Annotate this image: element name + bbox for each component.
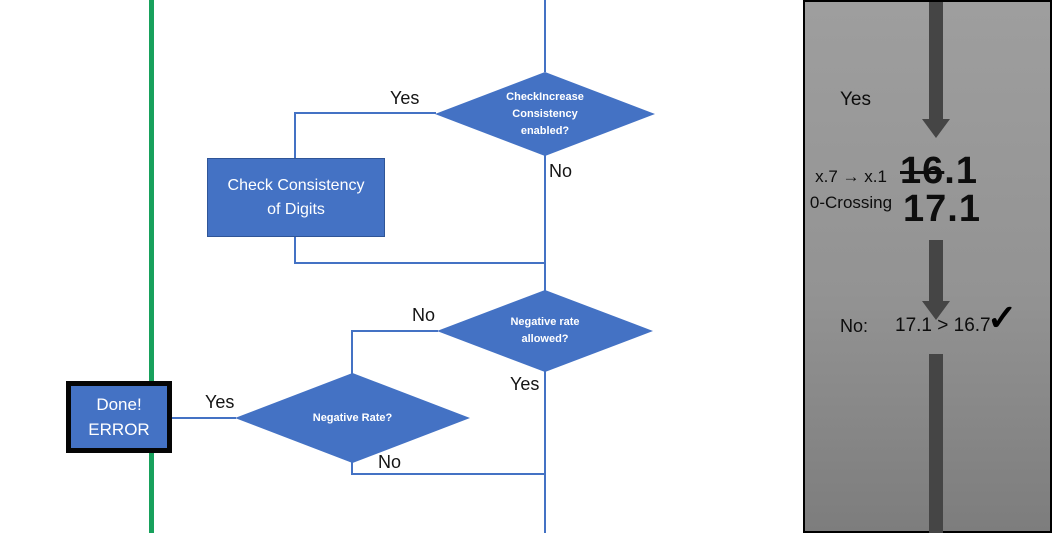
value-old-struck: 16	[900, 150, 945, 192]
panel-no-label: No:	[840, 316, 869, 336]
check-icon: ✓	[987, 297, 1018, 338]
decision-text-line: Negative Rate?	[312, 411, 393, 424]
down-arrow-icon	[929, 2, 943, 120]
connector-into-rect	[294, 112, 296, 159]
decision-negative-rate: Negative Rate?	[235, 373, 470, 463]
label-d3-no: No	[378, 452, 402, 472]
label-d1-no: No	[549, 161, 573, 181]
down-arrow-head-icon	[922, 119, 950, 138]
connector-d3-yes	[172, 417, 236, 419]
decision-text-line: CheckIncrease	[506, 90, 584, 103]
connector-d2-no-down	[351, 330, 353, 374]
done-text-line: Done!	[96, 395, 142, 414]
decision-text-line: enabled?	[520, 124, 570, 137]
connector-d2-yes-down	[544, 371, 546, 533]
process-text-line: of Digits	[267, 200, 325, 218]
connector-d2-no	[352, 330, 438, 332]
label-d2-yes: Yes	[510, 374, 540, 394]
decision-checkincrease-enabled: CheckIncrease Consistency enabled?	[435, 72, 655, 156]
mapping-text: x.7 → x.1 0-Crossing	[805, 164, 897, 216]
decision-negative-rate-allowed: Negative rate allowed?	[437, 290, 653, 372]
connector-rect-out-down	[294, 234, 296, 264]
green-divider-line	[149, 0, 154, 533]
down-arrow-head-icon	[922, 301, 950, 320]
decision-text-line: Negative rate	[510, 316, 580, 328]
connector-rect-out-right	[294, 262, 545, 264]
process-text-line: Check Consistency	[227, 176, 365, 194]
label-d3-yes: Yes	[205, 392, 235, 412]
panel-yes-label: Yes	[840, 89, 871, 110]
label-d1-yes: Yes	[390, 88, 420, 108]
down-arrow-icon	[929, 240, 943, 302]
process-check-consistency: Check Consistency of Digits	[207, 158, 385, 237]
label-d2-no: No	[412, 305, 436, 325]
done-text-line: ERROR	[88, 420, 150, 439]
value-new: 17.1	[903, 188, 981, 230]
connector-d3-no-down	[351, 462, 353, 475]
mapping-line-2: 0-Crossing	[809, 193, 893, 212]
value-old-tail: .1	[944, 150, 978, 192]
gray-side-panel: Yes x.7 → x.1 0-Crossing 16.1 17.1 No: 1…	[803, 0, 1052, 533]
flow-bar	[929, 354, 943, 533]
connector-d3-no-right	[351, 473, 545, 475]
mapping-line-1: x.7 → x.1	[815, 167, 887, 186]
decision-text-line: allowed?	[521, 333, 569, 345]
decision-text-line: Consistency	[512, 107, 578, 120]
connector-top-entry	[544, 0, 546, 72]
connector-d1-yes	[295, 112, 436, 114]
value-old: 16.1	[900, 152, 978, 191]
connector-d1-no	[544, 155, 546, 291]
done-error-box: Done! ERROR	[66, 381, 172, 453]
comparison-text: 17.1 > 16.7	[895, 315, 991, 336]
